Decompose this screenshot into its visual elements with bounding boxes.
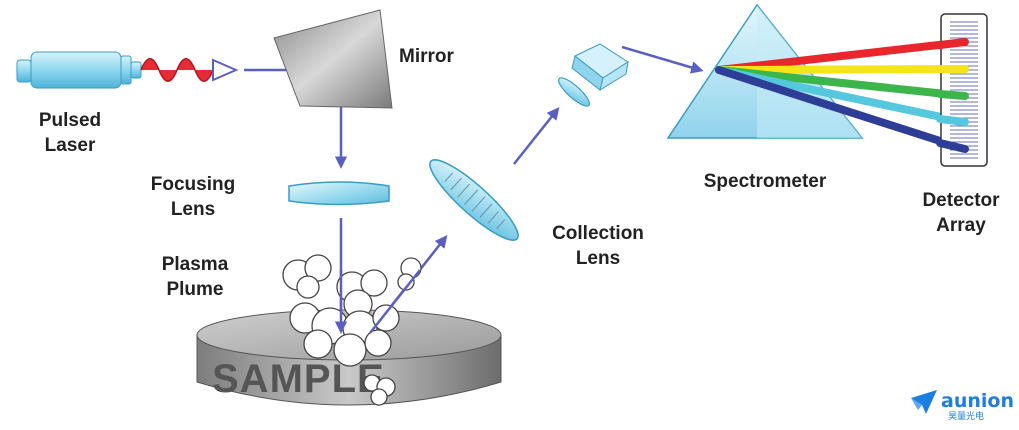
fiber-coupler (558, 43, 629, 107)
brand-sub: 昊量光电 (948, 410, 984, 422)
label-spectrometer: Spectrometer (704, 171, 827, 192)
focusing-lens (288, 181, 390, 206)
label-collection-lens-line1: Collection (552, 223, 644, 244)
label-collection-lens-line2: Lens (576, 248, 620, 269)
spectrum-ray-ends (936, 38, 969, 153)
label-laser-line2: Laser (45, 135, 96, 156)
label-plasma-plume-line1: Plasma (162, 254, 229, 275)
label-plasma-plume-line2: Plume (166, 279, 223, 300)
plasma-plume (282, 254, 422, 406)
spectrum-rays (715, 38, 969, 153)
mirror (273, 9, 393, 109)
label-mirror: Mirror (399, 46, 455, 67)
label-laser-line1: Pulsed (39, 110, 101, 131)
detector-array (940, 13, 988, 167)
label-focusing-lens-line2: Lens (171, 199, 215, 220)
paper-plane-icon (911, 390, 937, 414)
collection-lens (429, 159, 519, 241)
brand-logo: aunion 昊量光电 (911, 390, 1014, 422)
label-focusing-lens-line1: Focusing (151, 174, 235, 195)
pulsed-laser (16, 51, 142, 89)
label-detector-array-line1: Detector (922, 190, 1000, 211)
beam-overlay (334, 269, 421, 334)
brand-name: aunion (941, 390, 1014, 412)
label-detector-array-line2: Array (936, 215, 986, 236)
laser-wave (140, 58, 239, 82)
